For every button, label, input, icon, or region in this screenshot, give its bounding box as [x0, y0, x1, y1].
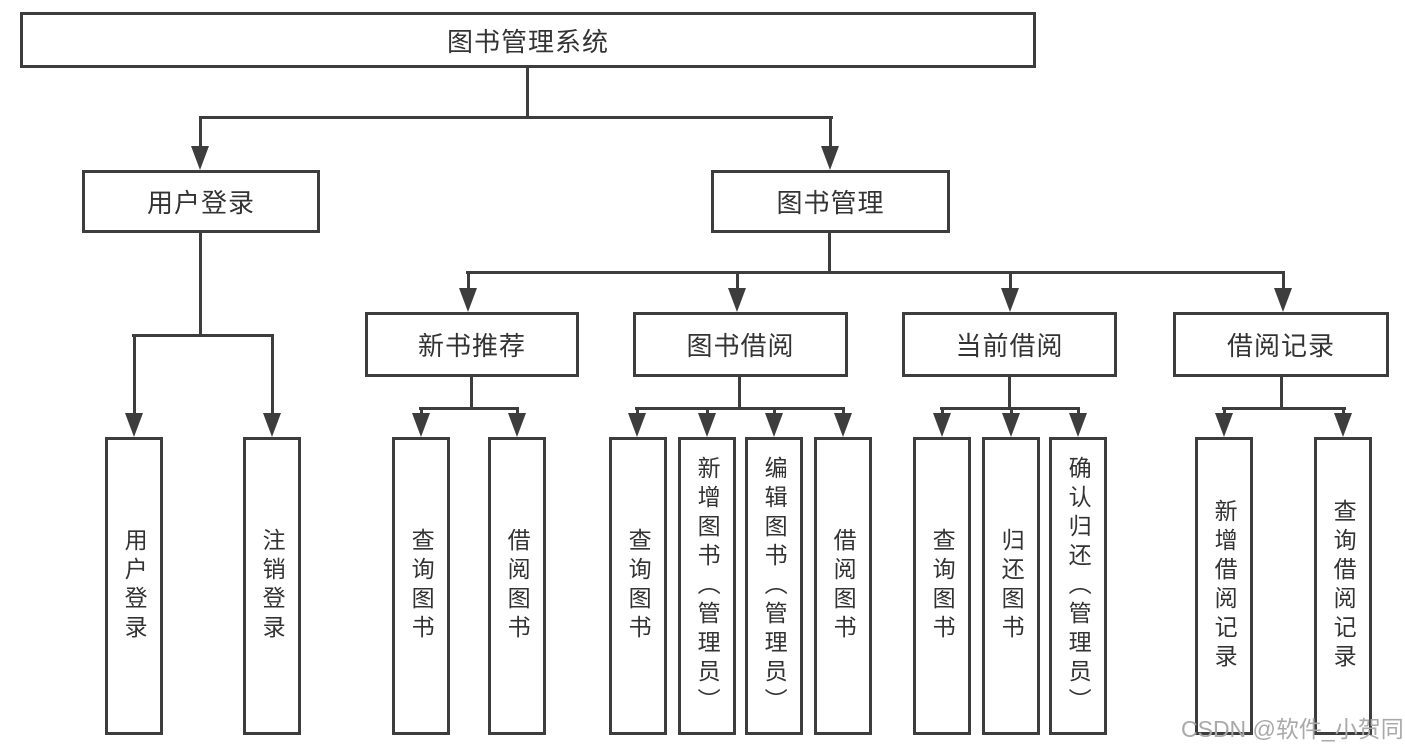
connector-br-query-drop [1342, 407, 1345, 415]
connector-level3-rail [466, 271, 1285, 274]
arrow-to-borrow-records [1274, 288, 1292, 312]
leaf-cb-query-books: 查询图书 [913, 437, 971, 735]
arrow-to-book-mgmt [821, 146, 839, 170]
arrow-to-user-login [191, 146, 209, 170]
leaf-label: 查询图书 [625, 528, 652, 644]
connector-level2-rail [199, 116, 833, 119]
connector-bb-borrow-drop [842, 407, 845, 415]
connector-bb-edit-drop [773, 407, 776, 415]
leaf-br-query-record: 查询借阅记录 [1314, 437, 1372, 735]
leaf-user-login: 用户登录 [105, 437, 163, 735]
connector-book-borrow-rail [635, 407, 845, 410]
node-borrowing-records: 借阅记录 [1173, 312, 1389, 377]
leaf-label: 查询图书 [929, 528, 956, 644]
arrow-to-cb-return [1002, 413, 1020, 437]
connector-current-borrow-stem [1008, 377, 1011, 409]
connector-bb-add-drop [706, 407, 709, 415]
arrow-to-cb-confirm [1069, 413, 1087, 437]
connector-new-book-rec-rail [419, 407, 519, 410]
leaf-label: 借阅图书 [504, 528, 531, 644]
leaf-label: 查询借阅记录 [1330, 499, 1357, 673]
leaf-bb-borrow-books: 借阅图书 [814, 437, 872, 735]
arrow-to-bb-add [698, 413, 716, 437]
connector-cb-confirm-drop [1077, 407, 1080, 415]
arrow-to-rec-borrow [508, 413, 526, 437]
connector-borrow-records-stem [1280, 377, 1283, 409]
connector-user-login-rail [132, 334, 274, 337]
connector-leaf-logout-drop [271, 334, 274, 415]
connector-user-login-drop [199, 116, 202, 148]
connector-user-login-stem [199, 233, 202, 336]
connector-br-add-drop [1223, 407, 1226, 415]
node-book-borrowing: 图书借阅 [633, 312, 848, 377]
arrow-to-br-query [1334, 413, 1352, 437]
leaf-label: 借阅图书 [830, 528, 857, 644]
leaf-label: 用户登录 [121, 528, 148, 644]
arrow-to-new-book-rec [459, 288, 477, 312]
connector-current-borrow-drop [1009, 271, 1012, 291]
leaf-rec-query-books: 查询图书 [392, 437, 450, 735]
connector-cb-return-drop [1010, 407, 1013, 415]
connector-book-borrow-stem [738, 377, 741, 409]
node-library-management-system: 图书管理系统 [20, 12, 1036, 68]
leaf-bb-query-books: 查询图书 [609, 437, 667, 735]
connector-book-mgmt-drop [829, 116, 832, 148]
leaf-label: 注销登录 [259, 528, 286, 644]
leaf-label: 确认归还（管理员） [1065, 455, 1092, 717]
leaf-cb-return-books: 归还图书 [982, 437, 1040, 735]
connector-new-book-rec-stem [470, 377, 473, 409]
leaf-label: 归还图书 [998, 528, 1025, 644]
arrow-to-cb-query [933, 413, 951, 437]
leaf-label: 新增图书（管理员） [694, 455, 721, 717]
connector-root-stem [526, 66, 529, 119]
connector-leaf-login-drop [133, 334, 136, 415]
connector-cb-query-drop [941, 407, 944, 415]
node-new-book-recommendation: 新书推荐 [365, 312, 579, 377]
leaf-br-add-record: 新增借阅记录 [1195, 437, 1253, 735]
arrow-to-current-borrow [1001, 288, 1019, 312]
connector-rec-query-drop [420, 407, 423, 415]
arrow-to-rec-query [412, 413, 430, 437]
arrow-to-book-borrow [728, 288, 746, 312]
arrow-to-br-add [1215, 413, 1233, 437]
arrow-to-bb-edit [765, 413, 783, 437]
arrow-to-leaf-logout [263, 413, 281, 437]
leaf-bb-add-books-admin: 新增图书（管理员） [678, 437, 736, 735]
arrow-to-leaf-login [125, 413, 143, 437]
connector-book-mgmt-stem [828, 233, 831, 273]
arrow-to-bb-borrow [834, 413, 852, 437]
connector-book-borrow-drop [736, 271, 739, 291]
leaf-label: 新增借阅记录 [1211, 499, 1238, 673]
csdn-watermark: CSDN @软件_小贺同学 [1181, 716, 1405, 742]
node-book-management: 图书管理 [711, 170, 950, 233]
leaf-cb-confirm-return-admin: 确认归还（管理员） [1049, 437, 1107, 735]
node-user-login: 用户登录 [82, 170, 320, 233]
connector-bb-query-drop [636, 407, 639, 415]
connector-new-book-rec-drop [467, 271, 470, 291]
leaf-label: 编辑图书（管理员） [761, 455, 788, 717]
leaf-bb-edit-books-admin: 编辑图书（管理员） [745, 437, 803, 735]
node-current-borrowing: 当前借阅 [902, 312, 1117, 377]
connector-borrow-records-drop [1282, 271, 1285, 291]
connector-borrow-records-rail [1222, 407, 1346, 410]
arrow-to-bb-query [628, 413, 646, 437]
leaf-label: 查询图书 [408, 528, 435, 644]
connector-rec-borrow-drop [516, 407, 519, 415]
leaf-logout-login: 注销登录 [243, 437, 301, 735]
leaf-rec-borrow-books: 借阅图书 [488, 437, 546, 735]
